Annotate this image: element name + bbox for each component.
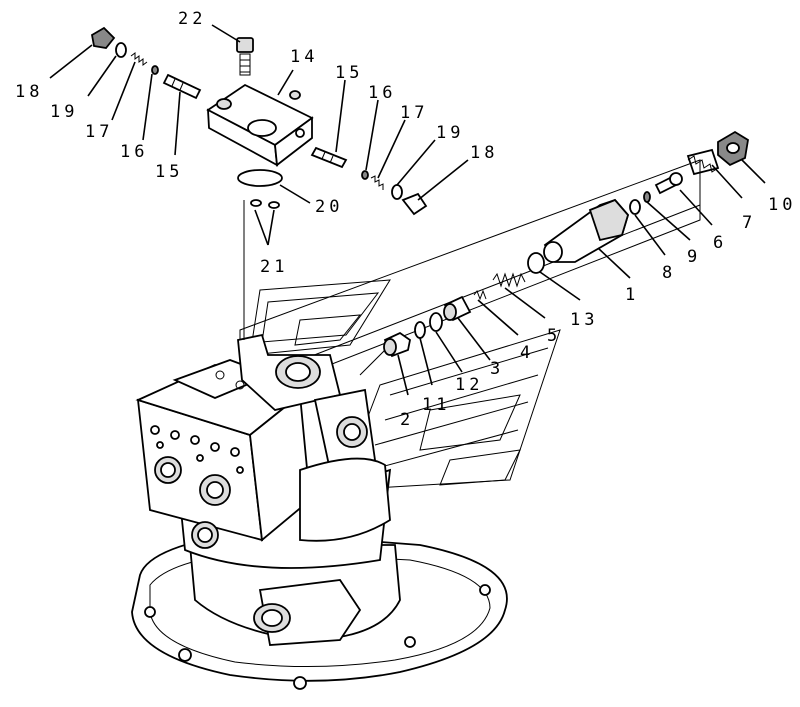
label-13: 13 <box>570 310 598 330</box>
label-19-right: 19 <box>436 123 464 143</box>
label-14: 14 <box>290 47 318 67</box>
label-12: 12 <box>455 375 483 395</box>
label-22: 22 <box>178 9 206 29</box>
label-10: 10 <box>768 195 796 215</box>
swing-motor-assembly <box>131 333 508 690</box>
label-11: 11 <box>422 395 450 415</box>
label-15-left: 15 <box>155 162 183 182</box>
callout-labels: 22 14 18 19 17 16 15 15 16 17 19 18 20 2… <box>15 9 796 430</box>
label-19-left: 19 <box>50 102 78 122</box>
label-3: 3 <box>490 359 504 379</box>
label-5: 5 <box>547 326 561 346</box>
label-7: 7 <box>742 213 756 233</box>
left-relief-valve-parts <box>91 26 202 100</box>
label-6: 6 <box>713 233 727 253</box>
label-21: 21 <box>260 257 288 277</box>
label-20: 20 <box>315 197 343 217</box>
label-16-left: 16 <box>120 142 148 162</box>
label-1: 1 <box>625 285 639 305</box>
label-9: 9 <box>687 247 701 267</box>
label-4: 4 <box>520 343 534 363</box>
label-2: 2 <box>400 410 414 430</box>
label-16-right: 16 <box>368 83 396 103</box>
label-17-left: 17 <box>85 122 113 142</box>
right-cartridge-parts <box>359 130 749 376</box>
bolt-22 <box>236 37 254 76</box>
label-18-right: 18 <box>470 143 498 163</box>
right-relief-valve-parts <box>310 146 428 216</box>
label-18-left: 18 <box>15 82 43 102</box>
oring-20-and-pins-21 <box>237 169 283 340</box>
label-15-right: 15 <box>335 63 363 83</box>
label-17-right: 17 <box>400 103 428 123</box>
leader-lines <box>49 24 766 396</box>
label-8: 8 <box>662 263 676 283</box>
relief-block-14 <box>206 83 314 167</box>
